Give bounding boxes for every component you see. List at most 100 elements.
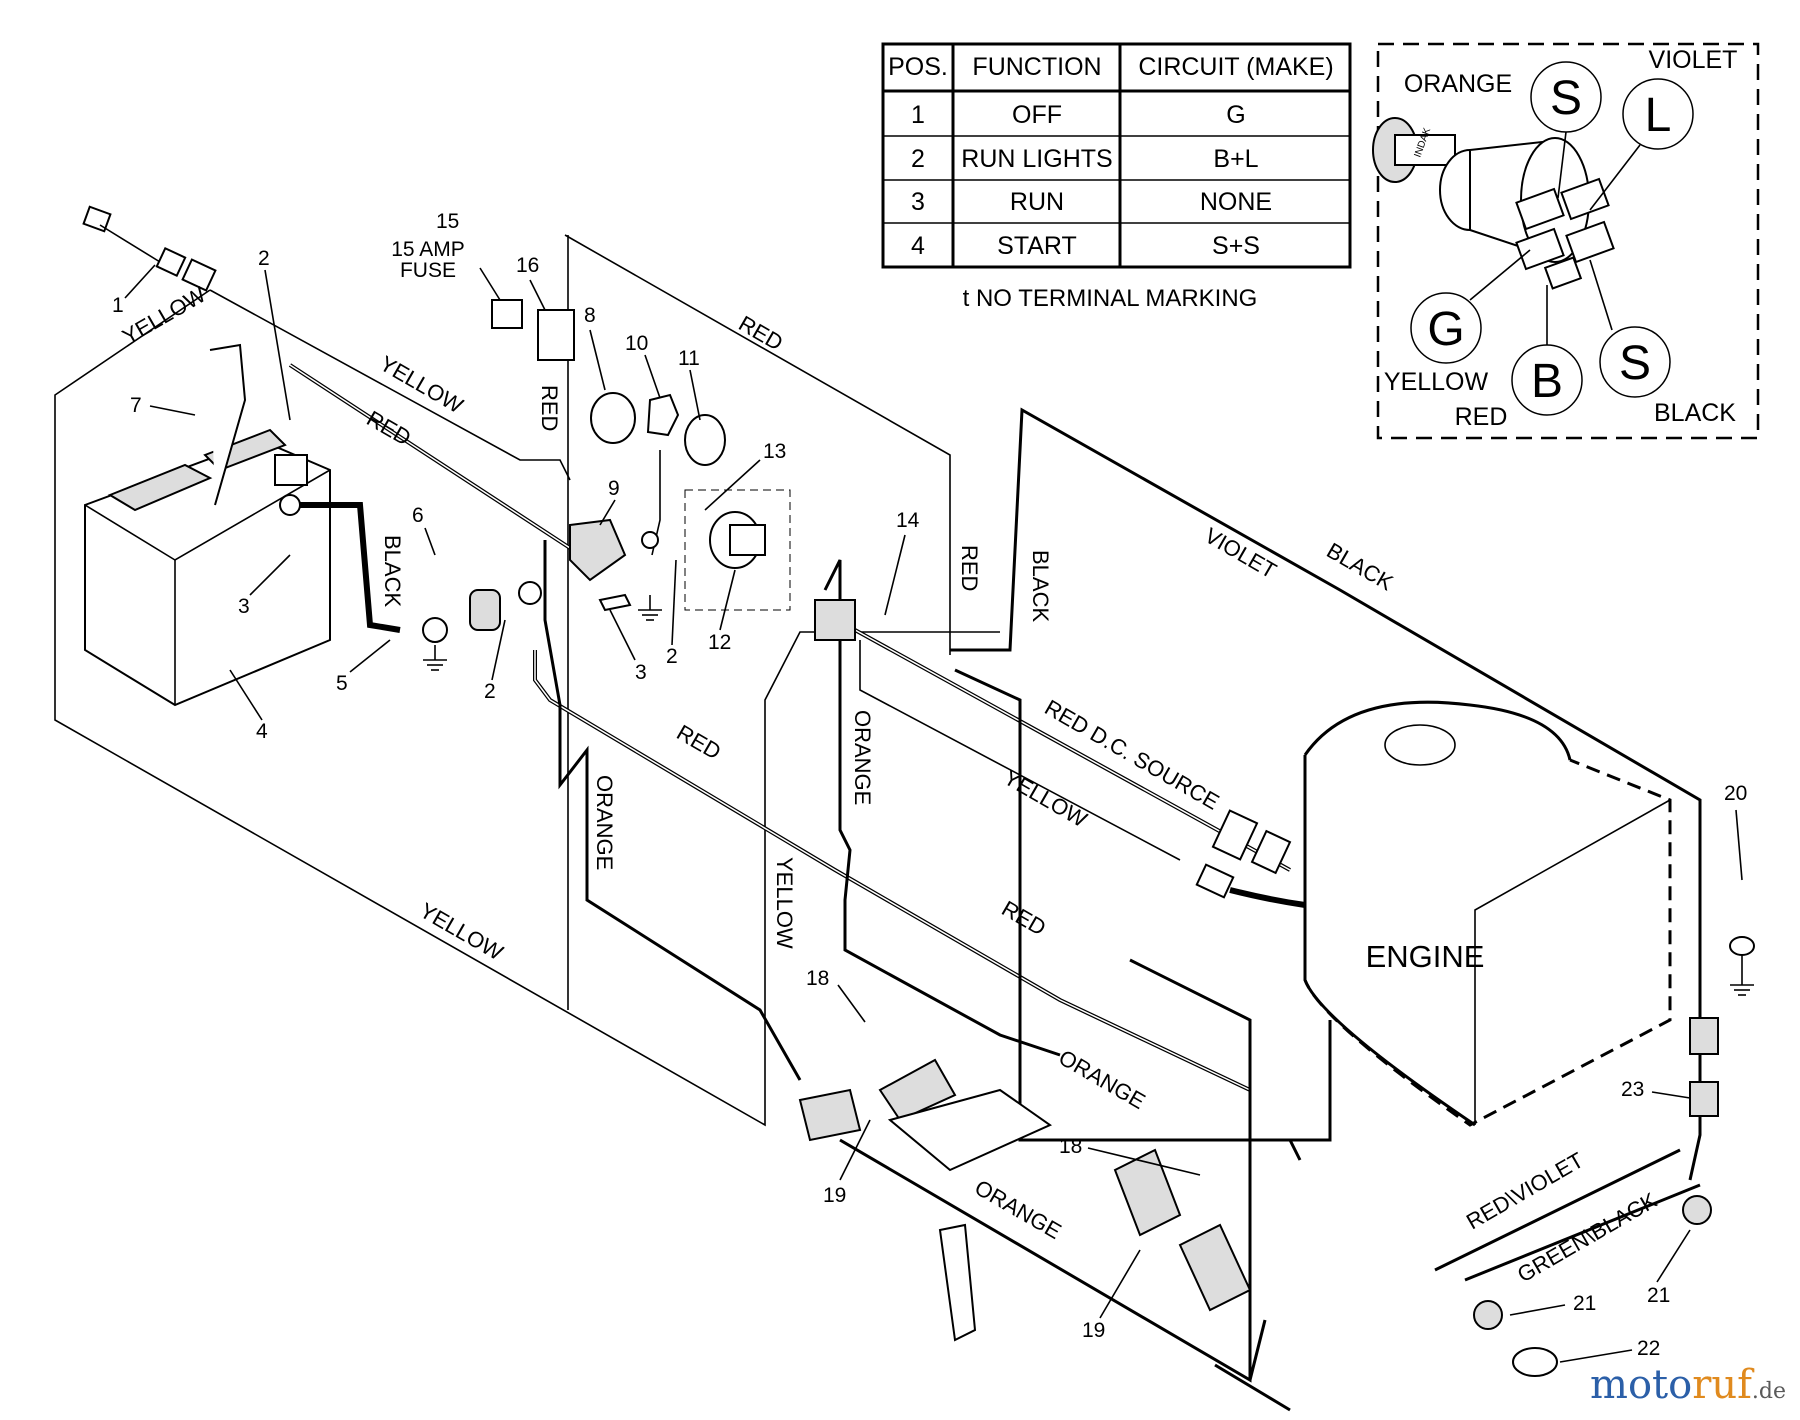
callout: 6 xyxy=(412,504,424,527)
ground-symbol-icon xyxy=(1730,955,1754,996)
wire-label-orange: ORANGE xyxy=(592,775,617,870)
terminal-g xyxy=(1410,292,1482,364)
light-wire xyxy=(1464,1183,1701,1282)
watermark-part1: moto xyxy=(1590,1362,1693,1408)
wire-label-black: BLACK xyxy=(380,535,405,607)
headlight-socket-icon xyxy=(1682,1195,1712,1225)
wire-label-red: RED xyxy=(998,896,1051,941)
washer-icon xyxy=(518,581,542,605)
callout: 21 xyxy=(1573,1292,1596,1315)
callout: 22 xyxy=(1637,1337,1660,1360)
fuse-holder-icon xyxy=(537,309,575,361)
connector-icon xyxy=(1250,829,1292,875)
callout: 3 xyxy=(238,595,250,618)
wire-label-green-black: GREEN\BLACK xyxy=(1513,1187,1661,1287)
terminal-marking-note: t NO TERMINAL MARKING xyxy=(963,285,1258,312)
callout: 12 xyxy=(708,631,731,654)
connector-icon xyxy=(1211,809,1259,861)
wire-label-red: RED xyxy=(537,385,562,431)
connector-19-icon xyxy=(798,1088,862,1142)
ground-symbol-icon xyxy=(423,645,447,671)
spark-wire xyxy=(1229,887,1306,908)
callout: 5 xyxy=(336,672,348,695)
callout: 2 xyxy=(666,645,678,668)
callout: 23 xyxy=(1621,1078,1644,1101)
cap-icon xyxy=(469,589,501,631)
wire-label-yellow: YELLOW xyxy=(1000,765,1092,833)
table-cell: START xyxy=(997,232,1077,260)
inset-wire-orange: ORANGE xyxy=(1404,70,1512,98)
fuse-icon xyxy=(491,299,523,329)
wire-label-red: RED xyxy=(735,311,788,356)
switch-detail-box xyxy=(684,489,791,611)
ignition-switch-inset: INDAK S L G B S ORANGE VIOLET YELLOW RED xyxy=(1372,42,1760,440)
callout: 1 xyxy=(112,294,124,317)
seat-switch-icon xyxy=(878,1058,957,1122)
washer-icon xyxy=(641,531,659,549)
watermark-suffix: .de xyxy=(1751,1379,1786,1404)
terminal-l xyxy=(1622,78,1694,150)
callout: 8 xyxy=(584,304,596,327)
bezel-icon xyxy=(590,392,636,444)
callout: 2 xyxy=(484,680,496,703)
callout: 16 xyxy=(516,254,539,277)
terminal-letter: G xyxy=(1427,303,1464,356)
table-header-pos: POS. xyxy=(888,53,948,81)
table-cell: RUN LIGHTS xyxy=(961,145,1112,173)
watermark-part2: ruf xyxy=(1692,1362,1752,1408)
callout: 11 xyxy=(678,347,700,370)
connector-14-icon xyxy=(814,599,856,641)
seat-bracket-icon xyxy=(887,1088,1053,1172)
table-cell: 4 xyxy=(911,232,925,260)
switch-function-table: POS. FUNCTION CIRCUIT (MAKE) 1 OFF G 2 R… xyxy=(881,42,1352,312)
terminal-letter: B xyxy=(1531,355,1563,408)
fuse-label: FUSE xyxy=(400,259,456,282)
inset-wire-red: RED xyxy=(1455,403,1508,431)
wire-label-yellow: YELLOW xyxy=(772,857,797,949)
table-cell: RUN xyxy=(1010,188,1064,216)
wire-label-violet: VIOLET xyxy=(1201,523,1281,584)
callout: 20 xyxy=(1724,782,1747,805)
wire-label-red: RED xyxy=(673,720,726,765)
callout: 7 xyxy=(130,394,142,417)
plug-boot-icon xyxy=(1195,863,1235,899)
wire-label-orange: ORANGE xyxy=(850,710,875,805)
table-cell: S+S xyxy=(1212,232,1260,260)
thick-wires xyxy=(543,407,1702,1412)
wire-label-red: RED xyxy=(957,545,982,591)
table-cell: 2 xyxy=(911,145,925,173)
wire-label-yellow: YELLOW xyxy=(118,282,210,350)
callout: 2 xyxy=(258,247,270,270)
callout: 18 xyxy=(1059,1135,1082,1158)
table-cell: 1 xyxy=(911,101,925,129)
callout: 13 xyxy=(763,440,786,463)
table-cell: OFF xyxy=(1012,101,1062,129)
terminal-s-bottom xyxy=(1599,326,1671,398)
callout: 19 xyxy=(1082,1319,1105,1342)
callout: 14 xyxy=(896,509,920,532)
callout: 18 xyxy=(806,967,829,990)
engine-label: ENGINE xyxy=(1366,939,1485,974)
terminal-letter: L xyxy=(1645,89,1672,142)
connector-23a-icon xyxy=(1689,1017,1719,1055)
callout: 15 xyxy=(436,210,459,233)
callout: 10 xyxy=(625,332,648,355)
table-header-circuit: CIRCUIT (MAKE) xyxy=(1138,53,1333,81)
fuse-label: 15 AMP xyxy=(391,238,465,261)
callout: 9 xyxy=(608,477,620,500)
callout: 4 xyxy=(256,720,268,743)
table-cell: B+L xyxy=(1213,145,1258,173)
callout: 19 xyxy=(823,1184,846,1207)
ignition-switch-icon: INDAK xyxy=(1372,117,1615,290)
callout: 3 xyxy=(635,661,647,684)
table-header-function: FUNCTION xyxy=(972,53,1101,81)
bolt-icon xyxy=(598,593,632,612)
table-cell: 3 xyxy=(911,188,925,216)
wire-label-orange: ORANGE xyxy=(1055,1045,1150,1114)
wire-label-yellow: YELLOW xyxy=(416,898,508,966)
inset-wire-black: BLACK xyxy=(1654,399,1736,427)
connector-23b-icon xyxy=(1689,1081,1719,1117)
callout-numbers: 1 2 3 4 5 6 7 8 9 10 11 12 13 14 15 16 2… xyxy=(112,210,1747,1363)
